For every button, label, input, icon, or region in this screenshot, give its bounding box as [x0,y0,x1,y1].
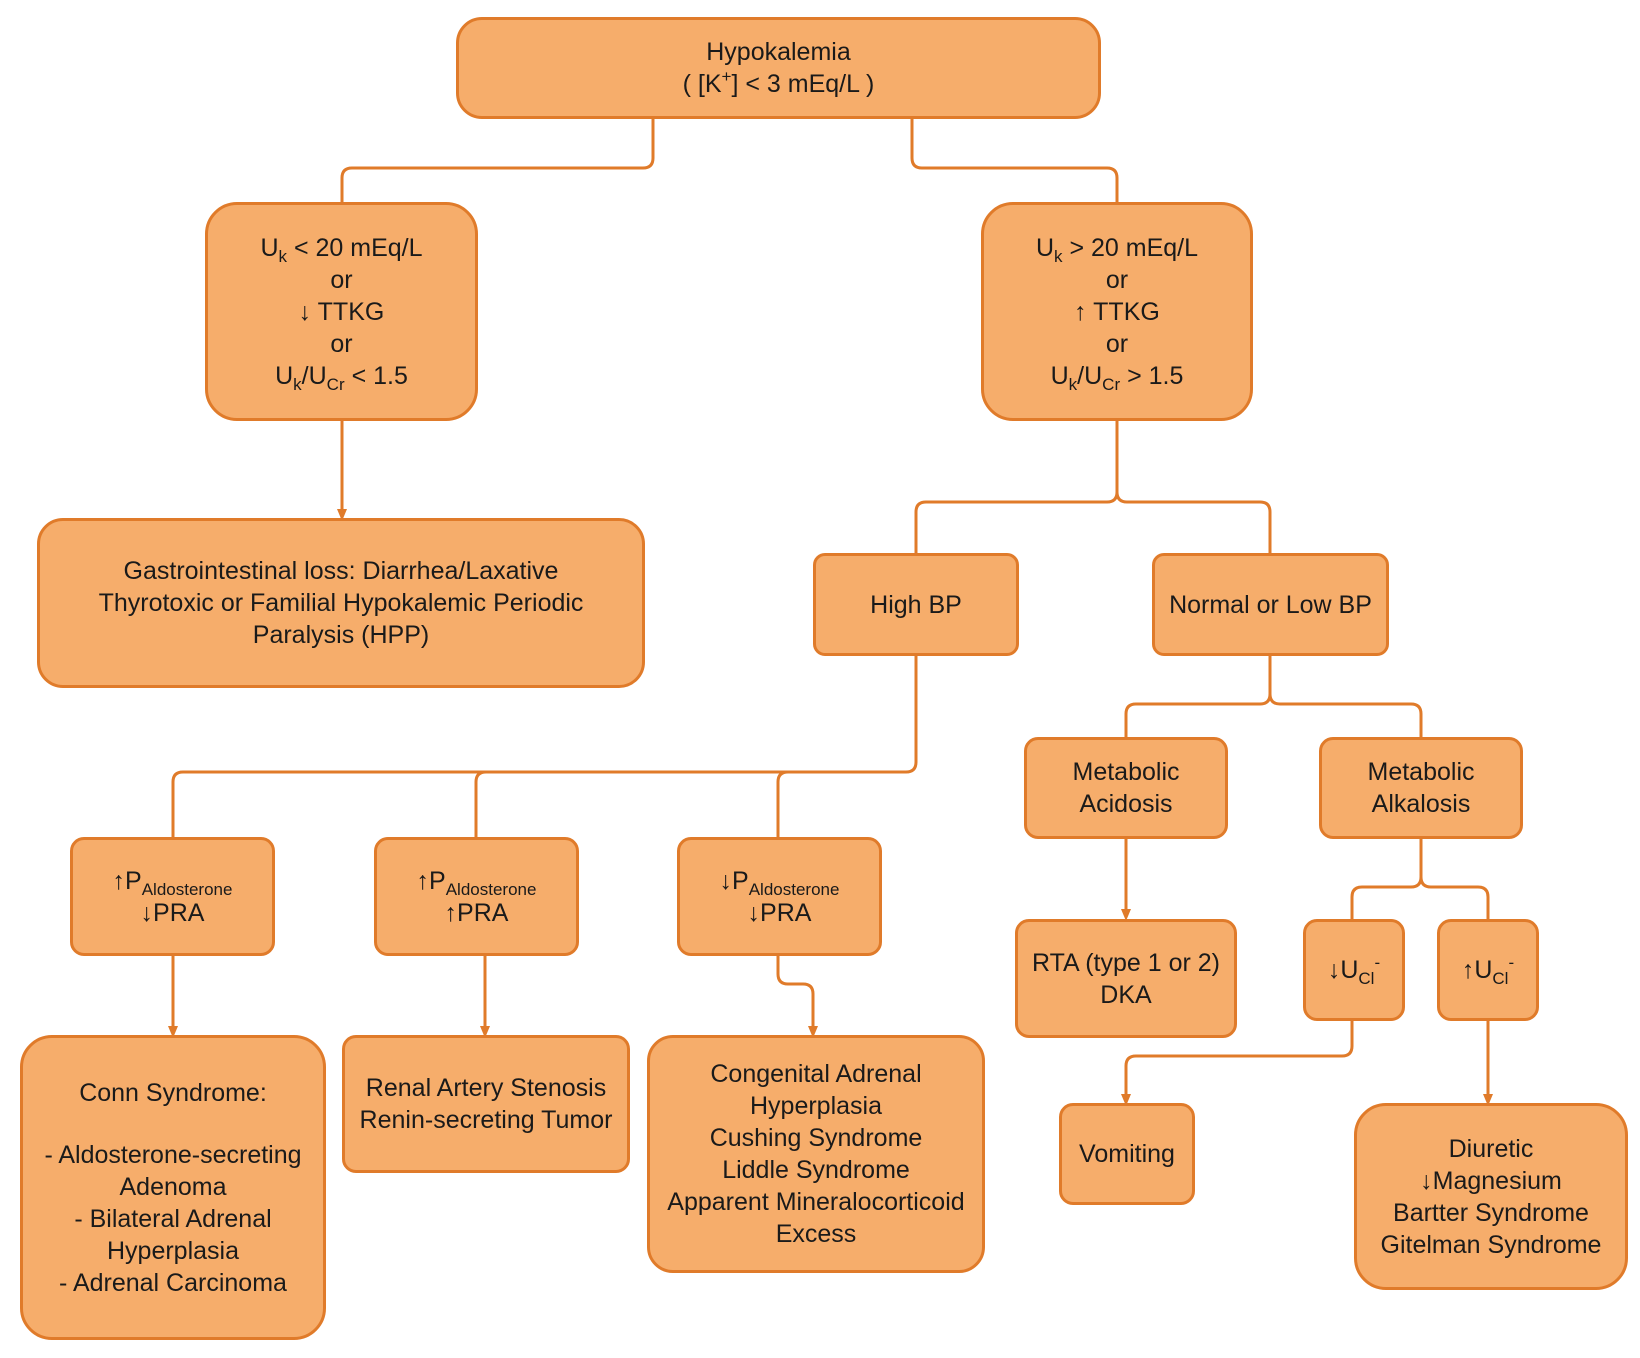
ame-line: Apparent Mineralocorticoid [667,1188,965,1216]
gitelman-line: Gitelman Syndrome [1380,1230,1602,1259]
metabolic-acidosis-line-1: Metabolic [1072,758,1180,786]
gi-loss-line-1: Gastrointestinal loss: Diarrhea/Laxative [123,557,559,585]
aldosterone-decreased: ↓PAldosterone [719,866,840,899]
connector-high-uk-to-normal-bp [1115,491,1272,554]
conn-syndrome-title: Conn Syndrome: [79,1078,267,1107]
renal-artery-stenosis: Renal Artery Stenosis [365,1074,607,1102]
metabolic-alkalosis-node: Metabolic Alkalosis [1319,737,1523,839]
vomiting-node: Vomiting [1059,1103,1195,1205]
metabolic-alkalosis-line-2: Alkalosis [1371,790,1471,818]
connector-aldo-right-to-cah [776,955,818,1038]
conn-syndrome-node: Conn Syndrome: - Aldosterone-secreting A… [20,1035,326,1340]
cushing-line: Cushing Syndrome [709,1124,923,1152]
high-urinary-potassium-node: Uk > 20 mEq/L or ↑ TTKG or Uk/UCr > 1.5 [981,202,1253,421]
high-bp-node: High BP [813,553,1019,656]
connector-ucl-low-to-vomiting [1121,1020,1354,1106]
aldosterone-increased: ↑PAldosterone [416,866,537,899]
aldosterone-high-pra-low-node: ↑PAldosterone ↓PRA [70,837,275,956]
hypokalemia-node: Hypokalemia ( [K+] < 3 mEq/L ) [456,17,1101,119]
normal-low-bp-node: Normal or Low BP [1152,553,1389,656]
rta-dka-node: RTA (type 1 or 2) DKA [1015,919,1237,1038]
or-label: or [1105,265,1129,294]
urinary-chloride-low-node: ↓UCl- [1303,919,1405,1021]
gi-loss-node: Gastrointestinal loss: Diarrhea/Laxative… [37,518,645,688]
conn-cause-line: Hyperplasia [106,1236,239,1265]
magnesium-line: ↓Magnesium [1420,1166,1562,1195]
diuretic-node: Diuretic ↓Magnesium Bartter Syndrome Git… [1354,1103,1628,1290]
aldosterone-increased: ↑PAldosterone [112,866,233,899]
cah-line: Hyperplasia [749,1092,882,1120]
mineralocorticoid-excess-node: Congenital Adrenal Hyperplasia Cushing S… [647,1035,985,1273]
ttkg-increased: ↑ TTKG [1074,297,1160,326]
conn-cause-line: - Bilateral Adrenal [74,1204,272,1233]
connector-alkalosis-to-ucl-split [1350,838,1423,920]
gi-loss-line-3: Paralysis (HPP) [252,621,430,649]
low-urinary-potassium-node: Uk < 20 mEq/L or ↓ TTKG or Uk/UCr < 1.5 [205,202,478,421]
connector-to-aldo-middle [474,770,487,838]
or-label: or [330,329,353,358]
potassium-threshold: ( [K+] < 3 mEq/L ) [682,67,875,98]
bartter-line: Bartter Syndrome [1393,1198,1589,1227]
connector-root-to-low-uk [340,118,655,203]
aldosterone-high-pra-high-node: ↑PAldosterone ↑PRA [374,837,579,956]
high-bp-label: High BP [870,590,962,619]
conn-cause-line: - Aldosterone-secreting [44,1140,302,1169]
normal-low-bp-label: Normal or Low BP [1169,590,1372,619]
renin-secreting-tumor: Renin-secreting Tumor [359,1106,613,1134]
diuretic-line: Diuretic [1448,1134,1534,1163]
or-label: or [330,265,353,294]
hypokalemia-title: Hypokalemia [706,38,851,66]
connector-high-bp-to-aldo-split [171,655,918,838]
liddle-line: Liddle Syndrome [722,1156,910,1184]
conn-cause-line: - Adrenal Carcinoma [59,1268,287,1297]
uk-greater-than-20: Uk > 20 mEq/L [1035,233,1199,266]
conn-cause-line: Adenoma [119,1172,227,1201]
rta-label: RTA (type 1 or 2) [1031,948,1221,977]
ttkg-decreased: ↓ TTKG [298,297,385,326]
vomiting-label: Vomiting [1079,1140,1175,1168]
metabolic-alkalosis-line-1: Metabolic [1367,758,1475,786]
gi-loss-line-2: Thyrotoxic or Familial Hypokalemic Perio… [98,589,584,617]
metabolic-acidosis-line-2: Acidosis [1079,790,1173,818]
connector-high-uk-to-bp-split [914,420,1119,554]
urinary-chloride-decreased: ↓UCl- [1327,953,1381,988]
uk-ucr-ratio-less: Uk/UCr < 1.5 [275,361,408,394]
or-label: or [1105,329,1129,358]
pra-increased: ↑PRA [444,898,509,927]
aldosterone-low-pra-low-node: ↓PAldosterone ↓PRA [677,837,882,956]
connector-to-ucl-high [1419,876,1490,920]
connector-to-aldo-right [776,770,789,838]
uk-ucr-ratio-greater: Uk/UCr > 1.5 [1050,361,1184,394]
dka-label: DKA [1100,980,1152,1009]
pra-decreased: ↓PRA [140,898,205,927]
connector-to-metabolic-alkalosis [1268,693,1423,738]
urinary-chloride-increased: ↑UCl- [1461,953,1515,988]
cah-line: Congenital Adrenal [710,1060,922,1088]
connector-root-to-high-uk [910,118,1119,203]
renal-artery-node: Renal Artery Stenosis Renin-secreting Tu… [342,1035,630,1173]
connector-normal-bp-to-metabolic [1124,655,1272,738]
ame-line: Excess [775,1220,857,1248]
urinary-chloride-high-node: ↑UCl- [1437,919,1539,1021]
pra-decreased: ↓PRA [747,898,812,927]
uk-less-than-20: Uk < 20 mEq/L [260,233,423,266]
metabolic-acidosis-node: Metabolic Acidosis [1024,737,1228,839]
